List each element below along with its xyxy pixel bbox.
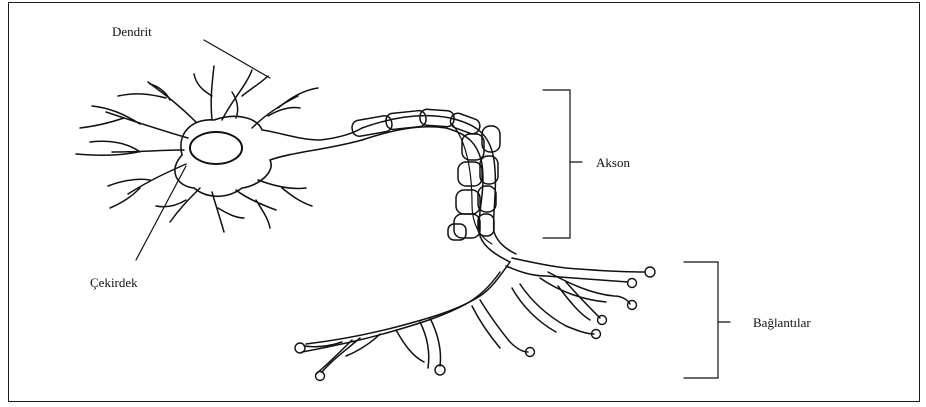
leader-lines — [136, 40, 730, 378]
label-dendrit: Dendrit — [112, 25, 152, 38]
dendrites — [76, 66, 318, 232]
synaptic-knobs — [295, 267, 655, 381]
nucleus — [190, 132, 242, 164]
label-cekirdek: Çekirdek — [90, 276, 138, 289]
axon-terminals — [302, 258, 644, 374]
label-akson: Akson — [596, 156, 630, 169]
label-baglantilar: Bağlantılar — [753, 316, 811, 329]
axon — [362, 116, 516, 262]
